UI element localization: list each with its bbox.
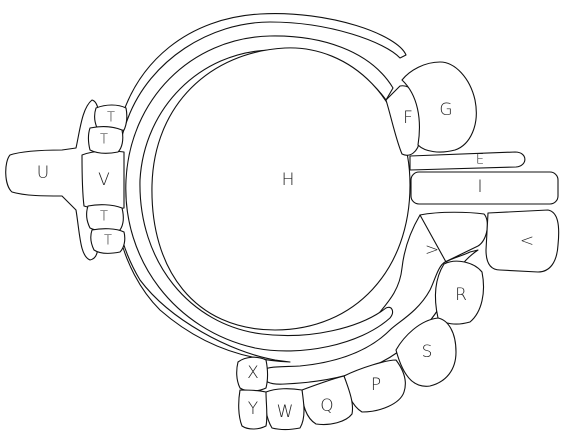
label-w: W: [277, 402, 294, 422]
label-q: Q: [320, 396, 333, 416]
region-i: [411, 172, 558, 204]
region-e: [410, 152, 525, 170]
label-s: S: [422, 342, 433, 362]
label-t-1: T: [107, 111, 115, 126]
label-i: I: [477, 177, 482, 197]
label-r: R: [455, 285, 467, 305]
label-u: U: [37, 163, 49, 183]
label-t-2: T: [100, 133, 108, 148]
label-x: X: [247, 363, 259, 383]
label-h: H: [282, 170, 295, 190]
label-lt: <: [520, 231, 534, 251]
label-t-3: T: [100, 210, 108, 225]
label-g: G: [439, 100, 452, 120]
label-f: F: [403, 108, 413, 128]
label-y: Y: [248, 399, 258, 419]
label-e: E: [476, 153, 484, 168]
label-p: P: [371, 375, 381, 395]
label-gt: >: [425, 240, 439, 260]
label-t-4: T: [104, 234, 112, 249]
label-v: V: [98, 170, 110, 190]
